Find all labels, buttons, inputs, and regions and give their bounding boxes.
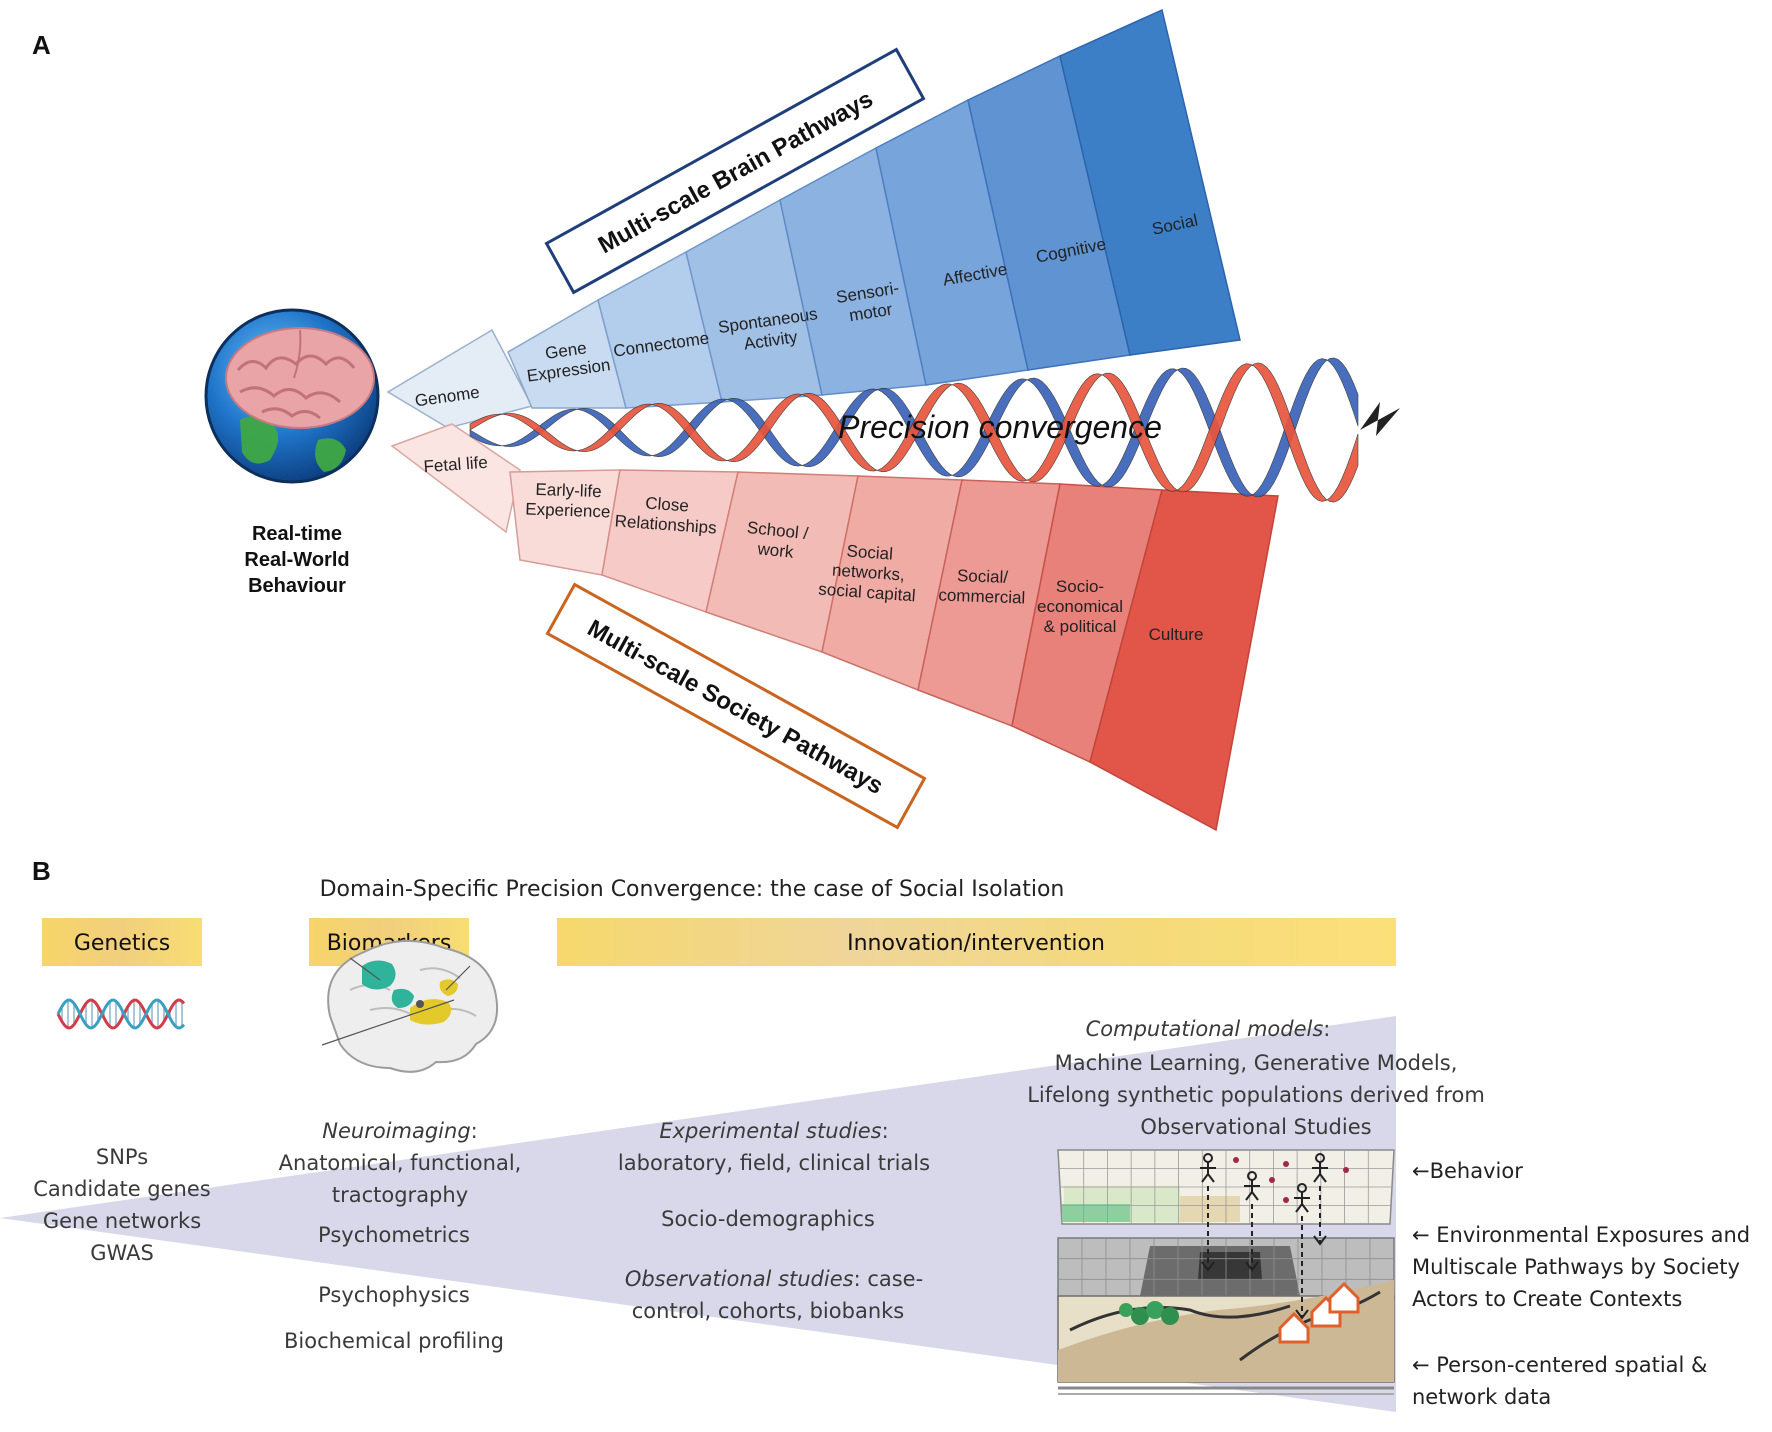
genetics-item: GWAS (90, 1241, 154, 1265)
observational-title: Observational studies: case- (625, 1267, 923, 1291)
genetics-item: Candidate genes (33, 1177, 210, 1201)
dna-icon (56, 998, 186, 1030)
layered-map-illustration (1057, 1149, 1395, 1395)
biomarker-item: Psychometrics (318, 1223, 470, 1247)
experimental-title: Experimental studies: (659, 1119, 888, 1143)
society-segment-label: Culture (1149, 625, 1204, 644)
convergence-wedge (0, 1016, 1396, 1412)
panel-a-letter: A (32, 30, 51, 60)
panel-b-letter: B (32, 856, 51, 886)
society-segment-label-line: Socio- (1056, 577, 1104, 596)
innovation-header-bar (557, 918, 1396, 966)
layer-label-line: ← Environmental Exposures and (1412, 1223, 1750, 1247)
society-segment-label-line: work (756, 539, 795, 562)
computational-title: Computational models: (1086, 1017, 1331, 1041)
brain-pathway-segments (386, 8, 1241, 429)
computational-lines: Machine Learning, Generative Models, Life… (1027, 1051, 1485, 1139)
society-segment-label-line: economical (1037, 597, 1123, 616)
experimental-lines: laboratory, field, clinical trials (618, 1151, 930, 1175)
socio-demographics: Socio-demographics (661, 1207, 875, 1231)
biomarker-item: Psychophysics (318, 1283, 470, 1307)
genetics-header: Genetics (74, 931, 170, 956)
real-time-behaviour-label-line: Real-World (244, 549, 349, 571)
layer-label-line: Multiscale Pathways by Society (1412, 1255, 1740, 1279)
experimental-line: laboratory, field, clinical trials (618, 1151, 930, 1175)
society-segment-label-line: Close (645, 494, 690, 516)
innovation-header: Innovation/intervention (847, 931, 1105, 956)
society-segment-label-line: Fetal life (423, 453, 488, 476)
genetics-header-bar (42, 918, 202, 966)
society-segment-label-line: Early-life (535, 480, 602, 501)
precision-convergence-label: Precision convergence (838, 409, 1162, 445)
computational-line: Observational Studies (1140, 1115, 1371, 1139)
dna-helix (469, 357, 1400, 503)
society-segment-label-line: Culture (1149, 625, 1204, 644)
society-pathway-segments (390, 423, 1279, 832)
layer-label-line: ←Behavior (1412, 1159, 1523, 1183)
neuroimaging-lines: Anatomical, functional, tractography (279, 1151, 522, 1207)
layer-labels: ←Behavior ← Environmental Exposures andMu… (1412, 1159, 1750, 1409)
observational-line: control, cohorts, biobanks (632, 1299, 904, 1323)
panel-b-title: Domain-Specific Precision Convergence: t… (320, 877, 1065, 902)
neuroimaging-line: Anatomical, functional, (279, 1151, 522, 1175)
real-time-behaviour-label-line: Real-time (252, 523, 342, 545)
computational-line: Machine Learning, Generative Models, (1055, 1051, 1458, 1075)
real-time-behaviour-label-line: Behaviour (248, 575, 346, 597)
brain-biomarker-icon (321, 939, 498, 1073)
brain-segment-social (1059, 8, 1241, 356)
biomarker-item: Biochemical profiling (284, 1329, 504, 1353)
layer-label-line: network data (1412, 1385, 1551, 1409)
layer-label-line: ← Person-centered spatial & (1412, 1353, 1707, 1377)
society-segment-label-line: Social (846, 541, 894, 563)
neuroimaging-line: tractography (332, 1183, 468, 1207)
society-segment-fetal (390, 423, 521, 534)
observational-lines: control, cohorts, biobanks (632, 1299, 904, 1323)
computational-line: Lifelong synthetic populations derived f… (1027, 1083, 1485, 1107)
society-segment-label-line: Experience (525, 500, 611, 522)
genetics-item: Gene networks (43, 1209, 201, 1233)
society-segment-label-line: & political (1044, 617, 1117, 636)
neuroimaging-title: Neuroimaging: (322, 1119, 477, 1143)
society-segment-label: Social/commercial (938, 566, 1026, 607)
genetics-item: SNPs (96, 1145, 148, 1169)
society-segment-label: Fetal life (423, 453, 488, 476)
layer-label-line: Actors to Create Contexts (1412, 1287, 1682, 1311)
society-segment-label-line: Social/ (957, 566, 1009, 587)
society-segment-label-line: commercial (938, 585, 1026, 607)
society-segment-label: Socio-economical& political (1037, 577, 1123, 636)
society-segment-culture (1089, 489, 1279, 832)
globe-brain-icon (204, 308, 380, 484)
